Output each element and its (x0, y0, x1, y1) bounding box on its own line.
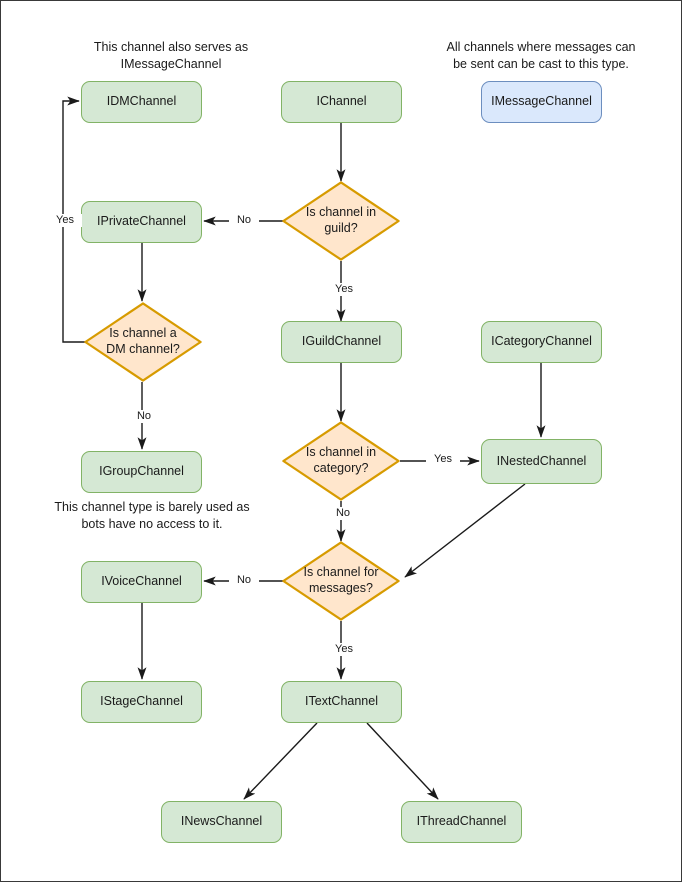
node-istagechannel[interactable]: IStageChannel (81, 681, 202, 723)
node-icategorychannel[interactable]: ICategoryChannel (481, 321, 602, 363)
node-idmchannel-label: IDMChannel (106, 94, 177, 109)
decision-is-in-guild-line-2: guild? (324, 221, 358, 235)
edge-label-messages-no: No (229, 574, 259, 587)
node-ichannel[interactable]: IChannel (281, 81, 402, 123)
node-iprivatechannel-label: IPrivateChannel (97, 214, 186, 229)
node-idmchannel[interactable]: IDMChannel (81, 81, 202, 123)
decision-is-dm-channel-line-1: Is channel a (109, 326, 177, 341)
node-istagechannel-label: IStageChannel (100, 694, 183, 709)
note-dm-line-1: This channel also serves as (93, 40, 249, 54)
node-iguildchannel-label: IGuildChannel (301, 334, 382, 349)
note-message-line-2: be sent can be cast to this type. (453, 56, 629, 71)
decision-is-in-category[interactable]: Is channel in category? (282, 421, 400, 501)
node-igroupchannel-label: IGroupChannel (99, 464, 184, 479)
edge-label-category-yes: Yes (426, 453, 460, 466)
decision-is-in-guild-line-1: Is channel in (305, 205, 377, 220)
note-dm-line-2: IMessageChannel (120, 56, 222, 71)
diamond-shape-is-for-messages (282, 541, 400, 621)
edge-label-guild-no: No (229, 214, 259, 227)
decision-is-for-messages[interactable]: Is channel for messages? (282, 541, 400, 621)
node-ithreadchannel[interactable]: IThreadChannel (401, 801, 522, 843)
node-itextchannel[interactable]: ITextChannel (281, 681, 402, 723)
note-message-channel: All channels where messages can be sent … (421, 39, 661, 73)
node-ivoicechannel-label: IVoiceChannel (101, 574, 182, 589)
edge-itextchannel-to-inewschannel (243, 722, 318, 800)
edge-inestedchannel-to-is-for-messages (404, 483, 526, 578)
decision-is-in-category-line-2: category? (313, 461, 369, 475)
decision-is-for-messages-line-1: Is channel for (303, 565, 379, 580)
node-inestedchannel-label: INestedChannel (496, 453, 587, 468)
decision-is-for-messages-line-2: messages? (309, 581, 373, 595)
node-icategorychannel-label: ICategoryChannel (491, 334, 592, 349)
edge-itextchannel-to-ithreadchannel (366, 722, 439, 800)
note-message-line-1: All channels where messages can (446, 40, 636, 54)
note-group-line-1: This channel type is barely used as (54, 500, 250, 514)
diamond-shape-is-in-category (282, 421, 400, 501)
decision-is-in-guild[interactable]: Is channel in guild? (282, 181, 400, 261)
edge-label-guild-yes: Yes (327, 283, 361, 296)
note-dm-channel: This channel also serves as IMessageChan… (51, 39, 291, 73)
node-iguildchannel[interactable]: IGuildChannel (281, 321, 402, 363)
node-inewschannel-label: INewsChannel (180, 814, 263, 829)
decision-is-in-category-line-1: Is channel in (305, 445, 377, 460)
node-igroupchannel[interactable]: IGroupChannel (81, 451, 202, 493)
node-ivoicechannel[interactable]: IVoiceChannel (81, 561, 202, 603)
node-inestedchannel[interactable]: INestedChannel (481, 439, 602, 484)
diamond-shape-is-dm-channel (84, 302, 202, 382)
node-imessagechannel-label: IMessageChannel (491, 94, 592, 109)
decision-is-dm-channel[interactable]: Is channel a DM channel? (84, 302, 202, 382)
edge-label-category-no: No (328, 507, 358, 520)
node-ichannel-label: IChannel (316, 94, 367, 109)
note-group-line-2: bots have no access to it. (81, 516, 223, 531)
note-group-channel: This channel type is barely used as bots… (22, 499, 282, 533)
node-iprivatechannel[interactable]: IPrivateChannel (81, 201, 202, 243)
edge-label-dm-yes: Yes (48, 214, 82, 227)
edge-label-messages-yes: Yes (327, 643, 361, 656)
node-itextchannel-label: ITextChannel (305, 694, 378, 709)
edge-label-dm-no: No (129, 410, 159, 423)
decision-is-dm-channel-line-2: DM channel? (106, 342, 180, 356)
node-ithreadchannel-label: IThreadChannel (416, 814, 507, 829)
diamond-shape-is-in-guild (282, 181, 400, 261)
node-imessagechannel[interactable]: IMessageChannel (481, 81, 602, 123)
node-inewschannel[interactable]: INewsChannel (161, 801, 282, 843)
